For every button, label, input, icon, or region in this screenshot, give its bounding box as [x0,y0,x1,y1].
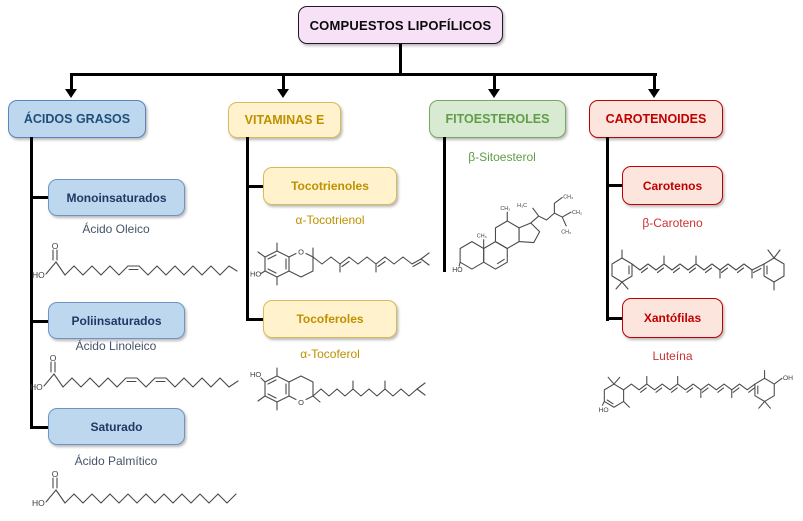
ho-label: HO [32,270,45,280]
ch3-label: CH₃ [500,206,510,212]
node-saturado: Saturado [48,408,185,445]
node-carotenos: Carotenos [622,166,723,205]
connector-stem-3 [493,73,496,90]
compound-label-caroteno: β-Caroteno [642,216,703,230]
arrowhead-down-icon [648,89,660,98]
root-node: COMPUESTOS LIPOFÍLICOS [298,6,503,44]
ch3-label: CH₃ [572,210,582,216]
compound-label-luteina: Luteína [652,349,693,363]
palmitic-acid-structure: HO O [32,469,237,508]
o-label: O [50,353,57,363]
o-label: O [52,469,59,479]
ho-label: HO [599,407,609,414]
node-tocotrienoles: Tocotrienoles [263,167,397,205]
stub-poliinsaturados [30,320,49,323]
arrowhead-down-icon [488,89,500,98]
ho-label: HO [250,370,261,379]
tocoferol-structure: O HO [250,367,426,411]
compound-label-tocotrienol: α-Tocotrienol [295,213,365,227]
stub-xantofilas [606,317,623,320]
connector-root-horizontal [70,73,657,76]
node-monoinsaturados: Monoinsaturados [48,179,185,216]
stub-saturado [30,426,49,429]
stub-tocotrienoles [246,185,264,188]
linoleic-acid-structure: HO O [30,353,239,392]
trunk-vitaminas-e [246,137,249,321]
oh-label: OH [783,375,793,382]
sub-node-label: Saturado [90,419,143,434]
root-title: COMPUESTOS LIPOFÍLICOS [309,17,492,33]
connector-stem-1 [70,73,73,90]
compound-label-sitoesterol: β-Sitoesterol [468,150,536,164]
lutein-structure: HO OH [599,370,793,414]
ch3-label: CH₃ [561,230,571,236]
node-fitoesteroles: FITOESTEROLES [429,100,566,138]
ho-label: HO [32,498,45,508]
sub-node-label: Tocoferoles [296,312,364,326]
arrowhead-down-icon [65,89,77,98]
o-label: O [298,398,304,407]
compound-label-acido-palmitico: Ácido Palmítico [74,454,158,468]
ho-label: HO [250,270,261,279]
connector-stem-2 [282,73,285,90]
node-xantofilas: Xantófilas [622,298,723,338]
o-label: O [298,248,304,257]
connector-root-vertical [399,44,402,75]
node-tocoferoles: Tocoferoles [263,300,397,338]
stub-carotenos [606,184,623,187]
sub-node-label: Poliinsaturados [71,313,162,328]
trunk-carotenoides [606,137,609,321]
ch3-label: CH₃ [477,234,487,240]
trunk-acidos-grasos [30,137,33,429]
sub-node-label: Monoinsaturados [66,190,167,205]
ho-label: HO [30,382,43,392]
stub-tocoferoles [246,318,264,321]
carotene-structure [611,249,785,291]
stub-monoinsaturados [30,196,49,199]
node-poliinsaturados: Poliinsaturados [48,302,185,339]
node-acidos-grasos: ÁCIDOS GRASOS [8,100,146,138]
connector-stem-4 [653,73,656,90]
arrowhead-down-icon [277,89,289,98]
sub-node-label: Tocotrienoles [291,179,369,193]
sitosterol-structure: HO CH₃ CH₃ H₃C CH₃ CH₃ CH₃ [452,194,582,274]
h3c-label: H₃C [517,203,527,209]
header-label: ÁCIDOS GRASOS [23,112,131,126]
header-label: FITOESTEROLES [445,112,550,126]
ch3-label: CH₃ [563,194,573,200]
ho-label: HO [452,267,462,274]
oleic-acid-structure: HO O [32,241,238,280]
compound-label-tocoferol: α-Tocoferol [300,347,360,361]
compound-label-acido-linoleico: Ácido Linoleico [75,339,157,353]
header-label: CAROTENOIDES [605,112,707,126]
tocotrienol-structure: O HO [250,242,430,286]
node-carotenoides: CAROTENOIDES [589,100,723,138]
compound-label-acido-oleico: Ácido Oleico [82,222,150,236]
sub-node-label: Xantófilas [643,311,702,325]
node-vitaminas-e: VITAMINAS E [228,102,341,138]
sub-node-label: Carotenos [642,178,703,193]
header-label: VITAMINAS E [244,113,325,127]
trunk-fitoesteroles [443,137,446,272]
o-label: O [52,241,59,251]
